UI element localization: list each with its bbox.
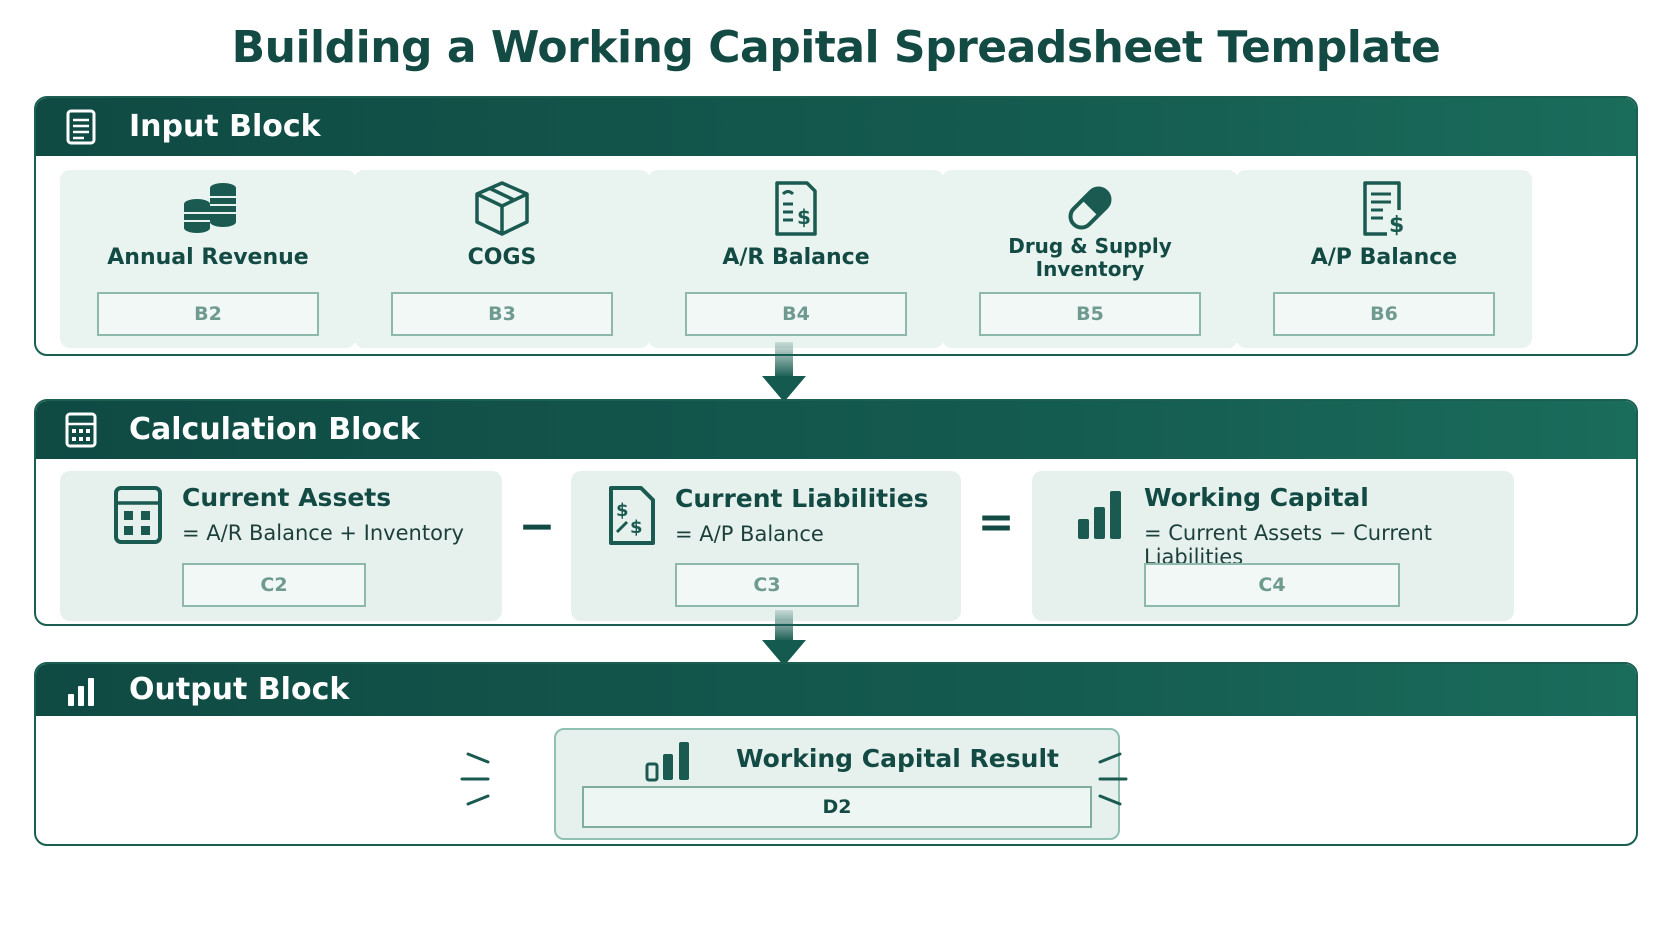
bar-chart-icon [1078,491,1121,539]
bar-chart-icon [68,678,94,706]
calc-card-title: Current Assets [182,483,392,512]
dollar-document-icon: $ $ [609,486,655,545]
invoice-dollar-icon: $ [775,181,817,236]
svg-text:$: $ [630,517,643,538]
calculation-block-title: Calculation Block [129,412,420,447]
bill-dollar-icon: $ [1363,181,1409,236]
input-block: Input Block Annual Revenue B2 [34,96,1638,356]
cell-reference-c4[interactable]: C4 [1144,563,1400,607]
output-block-title: Output Block [129,672,350,707]
cell-reference-b6[interactable]: B6 [1273,292,1495,336]
page-title: Building a Working Capital Spreadsheet T… [231,22,1441,73]
input-card-ap-balance: $ A/P Balance B6 [1236,170,1532,348]
svg-text:$: $ [1389,213,1404,236]
svg-text:$: $ [616,500,629,521]
calc-card-title: Working Capital [1144,483,1369,512]
bar-chart-icon [645,742,689,782]
input-card-label-line-2: Inventory [1035,257,1145,281]
flow-arrow-icon [762,342,806,402]
calc-card-working-capital: Working Capital = Current Assets − Curre… [1032,471,1514,621]
calc-card-formula: = Current Assets − Current Liabilities [1144,521,1432,569]
calculator-icon [65,412,97,448]
equals-operator: = [977,497,1015,548]
input-card-label-line-1: Drug & Supply [1008,234,1172,258]
cell-reference-b5[interactable]: B5 [979,292,1201,336]
cell-reference-c3[interactable]: C3 [675,563,859,607]
coins-icon [184,183,236,233]
highlight-lines-right-icon [1098,752,1128,806]
input-card-cogs: COGS B3 [354,170,650,348]
calculation-block: Calculation Block Current Assets = A/R B… [34,399,1638,626]
cell-reference-b4[interactable]: B4 [685,292,907,336]
calc-card-formula: = A/P Balance [675,522,824,546]
box-icon [475,181,529,236]
highlight-lines-left-icon [460,752,490,806]
calc-card-formula: = A/R Balance + Inventory [182,521,464,545]
input-card-label: A/P Balance [1310,245,1458,270]
flow-arrow-icon [762,610,806,666]
cell-reference-b3[interactable]: B3 [391,292,613,336]
input-block-header: Input Block [36,98,1636,156]
pill-icon [1068,186,1112,230]
calc-card-current-liabilities: $ $ Current Liabilities = A/P Balance C3 [571,471,961,621]
cell-reference-c2[interactable]: C2 [182,563,366,607]
input-card-label: COGS [467,245,537,270]
cell-reference-b2[interactable]: B2 [97,292,319,336]
calc-card-current-assets: Current Assets = A/R Balance + Inventory… [60,471,502,621]
input-card-ar-balance: $ A/R Balance B4 [648,170,944,348]
minus-operator: − [518,501,556,552]
working-capital-result-card: Working Capital Result D2 [554,728,1120,840]
calc-card-title: Current Liabilities [675,484,929,513]
input-card-annual-revenue: Annual Revenue B2 [60,170,356,348]
input-card-drug-supply-inventory: Drug & Supply Inventory B5 [942,170,1238,348]
input-card-label: Annual Revenue [107,245,309,270]
document-icon [66,109,96,145]
output-block: Output Block Working Capital Result D2 [34,662,1638,846]
output-block-header: Output Block [36,664,1636,716]
calculator-icon [114,486,162,544]
input-card-label: A/R Balance [722,245,870,270]
svg-text:$: $ [797,205,811,229]
result-title: Working Capital Result [736,744,1059,773]
input-block-title: Input Block [129,109,321,144]
calculation-block-header: Calculation Block [36,401,1636,459]
cell-reference-d2[interactable]: D2 [582,786,1092,828]
